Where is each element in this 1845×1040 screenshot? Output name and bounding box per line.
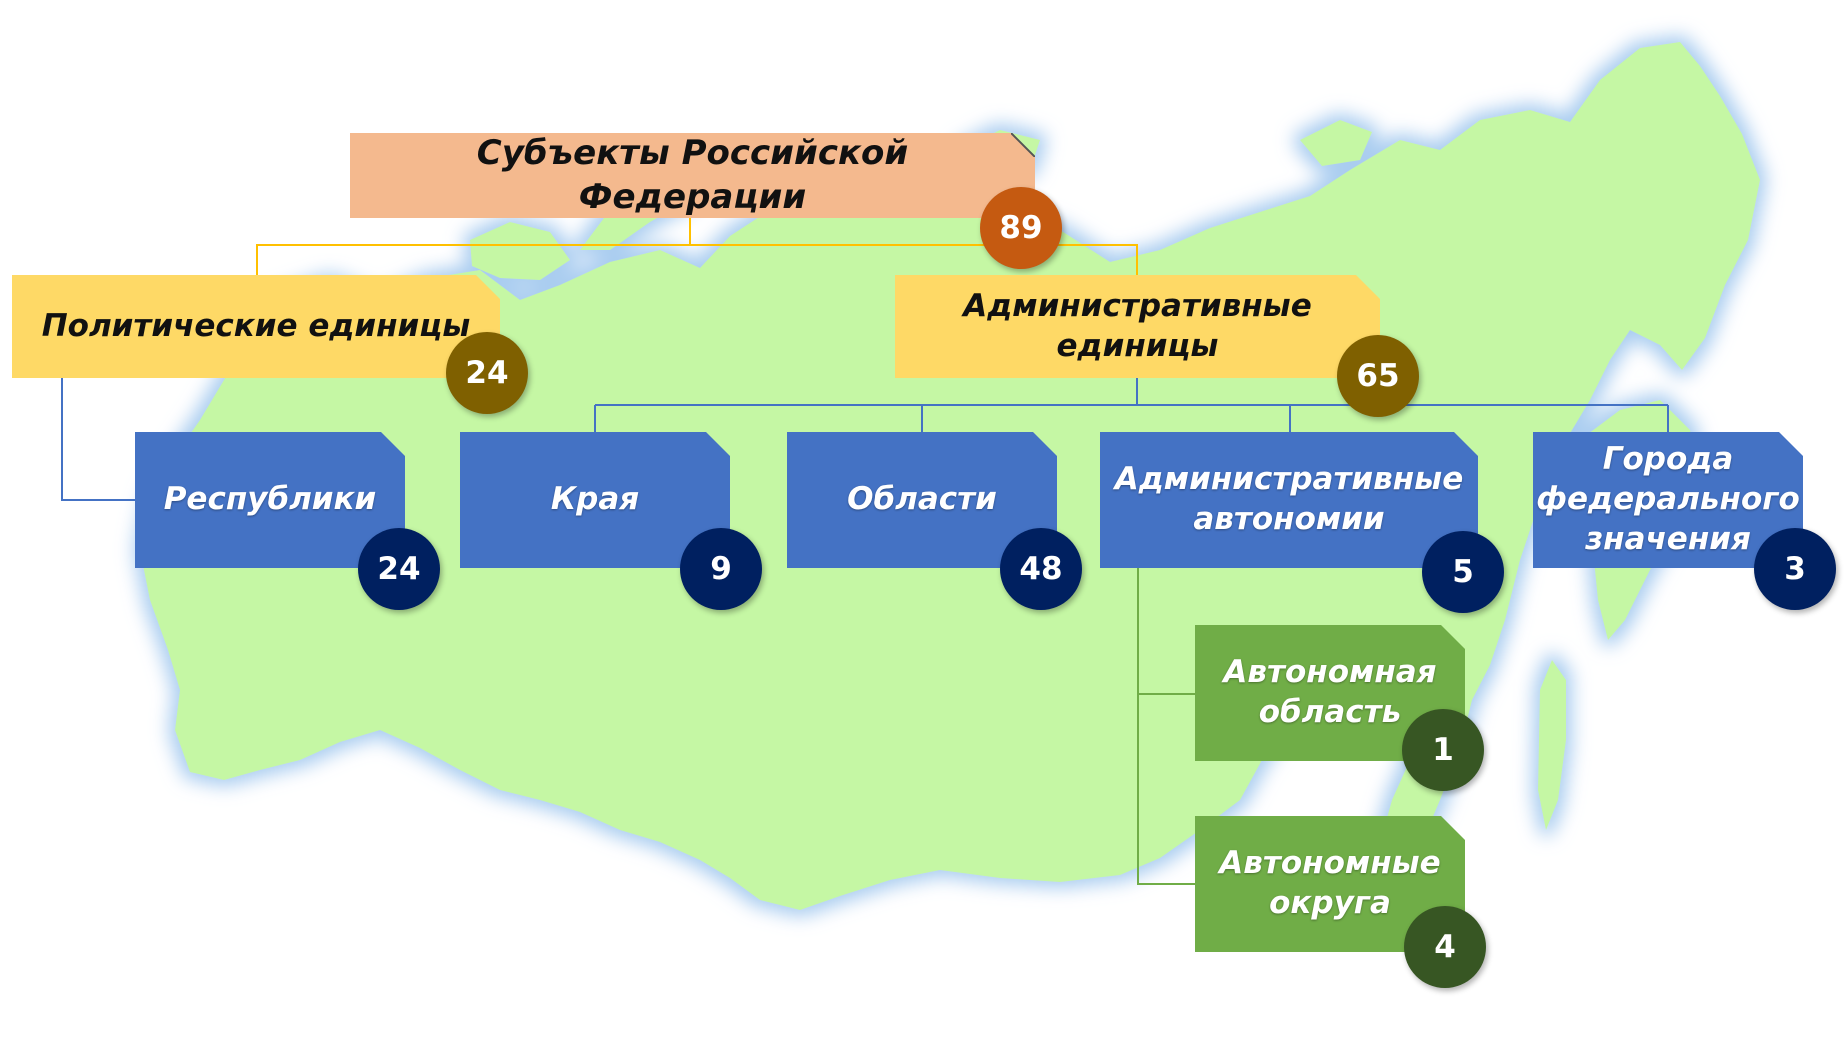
republics-count: 24: [377, 551, 421, 587]
oblasts-count-badge: 48: [1000, 528, 1082, 610]
political-units-count: 24: [465, 355, 509, 391]
administrative-autonomies-label: Административные автономии: [1114, 461, 1464, 537]
krais-box: Края: [460, 432, 730, 568]
administrative-autonomies-box: Административные автономии: [1100, 432, 1478, 568]
root-count-badge: 89: [980, 187, 1062, 269]
political-units-box: Политические единицы: [12, 275, 500, 378]
autonomous-okrugs-count-badge: 4: [1404, 906, 1486, 988]
republics-box: Республики: [135, 432, 405, 568]
administrative-autonomies-count: 5: [1452, 554, 1474, 590]
administrative-units-count-badge: 65: [1337, 335, 1419, 417]
sakhalin-shape: [1538, 660, 1566, 830]
root-label: Субъекты Российской Федерации: [476, 132, 909, 217]
root-box: Субъекты Российской Федерации: [350, 133, 1035, 218]
administrative-units-label: Административные единицы: [963, 287, 1312, 364]
autonomous-oblast-label: Автономная область: [1223, 654, 1437, 730]
administrative-units-box: Административные единицы: [895, 275, 1380, 378]
oblasts-count: 48: [1019, 551, 1063, 587]
autonomous-oblast-count-badge: 1: [1402, 709, 1484, 791]
federal-cities-box: Города федерального значения: [1533, 432, 1803, 568]
oblasts-label: Области: [847, 481, 997, 518]
kola-peninsula-shape: [470, 222, 570, 280]
political-units-count-badge: 24: [446, 332, 528, 414]
krais-count-badge: 9: [680, 528, 762, 610]
federal-cities-count: 3: [1784, 551, 1806, 587]
autonomous-okrugs-label: Автономные округа: [1219, 845, 1441, 921]
republics-label: Республики: [163, 481, 377, 518]
autonomous-okrugs-count: 4: [1434, 929, 1456, 965]
political-units-label: Политические единицы: [41, 307, 471, 344]
autonomous-oblast-count: 1: [1432, 732, 1454, 768]
administrative-autonomies-count-badge: 5: [1422, 531, 1504, 613]
root-count: 89: [999, 210, 1043, 246]
federal-cities-count-badge: 3: [1754, 528, 1836, 610]
new-siberian-islands-shape: [1300, 120, 1372, 166]
krais-label: Края: [550, 481, 640, 518]
administrative-units-count: 65: [1356, 358, 1400, 394]
krais-count: 9: [710, 551, 732, 587]
federal-cities-label: Города федерального значения: [1536, 441, 1800, 557]
republics-count-badge: 24: [358, 528, 440, 610]
